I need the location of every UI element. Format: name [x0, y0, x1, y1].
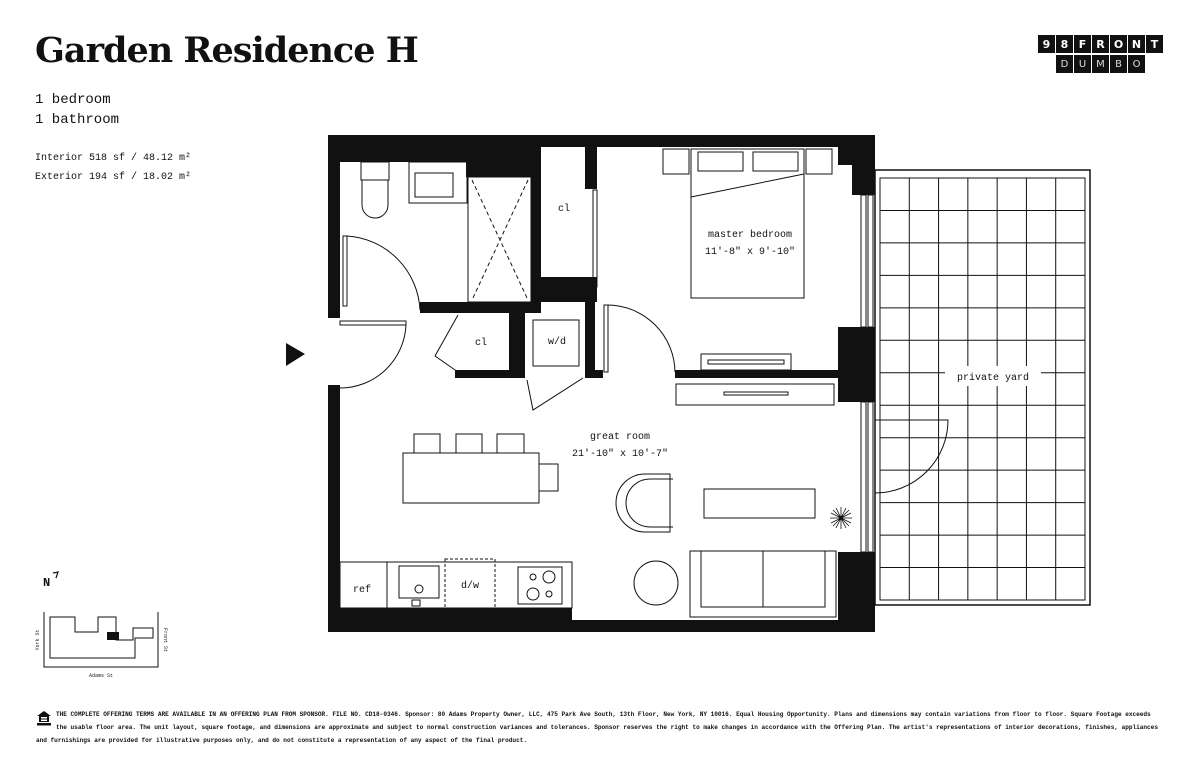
page-title: Garden Residence H: [35, 30, 419, 71]
logo-letter: M: [1092, 55, 1109, 73]
bedroom-door: [603, 304, 676, 373]
nightstand-right: [805, 148, 833, 175]
interior-area: Interior 518 sf / 48.12 m²: [35, 153, 192, 164]
toilet: [360, 161, 390, 219]
street-adams: Adams St: [89, 673, 113, 679]
north-label: N: [43, 576, 50, 590]
disclaimer-line-2: the usable floor area. The unit layout, …: [56, 724, 1158, 731]
logo-letter: O: [1128, 55, 1145, 73]
label-washer-dryer: w/d: [548, 336, 566, 348]
cooktop: [517, 566, 563, 605]
washer-dryer: [532, 319, 580, 367]
disclaimer-line-1: THE COMPLETE OFFERING TERMS ARE AVAILABL…: [56, 711, 1151, 718]
closet-bifold-door: [592, 189, 598, 288]
street-york: York St: [35, 629, 41, 650]
label-master-bedroom-dims: 11'-8" x 9'-10": [705, 246, 795, 258]
plant: [830, 507, 852, 529]
logo-letter: N: [1128, 35, 1145, 53]
label-closet: cl: [558, 203, 570, 215]
coffee-table: [703, 488, 816, 519]
entry-door: [339, 320, 407, 389]
nightstand-left: [662, 148, 690, 175]
kitchen-island: [402, 433, 559, 504]
side-table: [633, 560, 679, 606]
label-great-room-dims: 21'-10" x 10'-7": [572, 448, 668, 460]
label-closet-hall: cl: [475, 337, 487, 349]
closet-door: [434, 314, 459, 373]
street-front: Front St: [162, 628, 168, 652]
logo-letter: O: [1110, 35, 1127, 53]
dishwasher: [444, 558, 496, 609]
wd-door: [526, 377, 584, 411]
yard-paving-grid: [880, 178, 1085, 600]
logo-letter: D: [1056, 55, 1073, 73]
label-dishwasher: d/w: [461, 580, 479, 592]
armchair: [615, 473, 673, 533]
dresser: [700, 353, 792, 371]
logo-letter: U: [1074, 55, 1091, 73]
logo-letter: R: [1092, 35, 1109, 53]
bathroom-door: [342, 235, 421, 311]
disclaimer-line-3: and furnishings are provided for illustr…: [36, 737, 527, 744]
floor-plan: private yard: [35, 135, 1091, 679]
private-yard: [874, 169, 1091, 606]
logo-letter: T: [1146, 35, 1163, 53]
media-console: [675, 383, 835, 406]
logo-letter: F: [1074, 35, 1091, 53]
bedroom-count: 1 bedroom: [35, 92, 111, 108]
kitchen-counter: [339, 561, 573, 609]
unit-location-marker: [107, 632, 119, 640]
label-master-bedroom: master bedroom: [708, 229, 792, 241]
kitchen-sink: [398, 565, 440, 607]
label-private-yard: private yard: [957, 372, 1029, 384]
equal-housing-icon: [37, 711, 51, 726]
bathroom-count: 1 bathroom: [35, 112, 120, 128]
sofa: [689, 550, 837, 618]
shower: [467, 176, 532, 303]
bathroom-sink: [408, 161, 468, 204]
label-great-room: great room: [590, 432, 650, 443]
exterior-area: Exterior 194 sf / 18.02 m²: [35, 172, 192, 183]
logo-letter: 8: [1056, 35, 1073, 53]
logo-letter: B: [1110, 55, 1127, 73]
room-labels: cl cl w/d master bedroom 11'-8" x 9'-10"…: [353, 203, 795, 596]
label-refrigerator: ref: [353, 584, 371, 596]
logo-letter: 9: [1038, 35, 1055, 53]
key-plan: N York St Front St Adams St: [35, 571, 168, 679]
bed: [690, 148, 805, 299]
entry-arrow-icon: [286, 343, 305, 366]
north-arrow-icon: [52, 571, 59, 579]
walls: [328, 135, 875, 632]
